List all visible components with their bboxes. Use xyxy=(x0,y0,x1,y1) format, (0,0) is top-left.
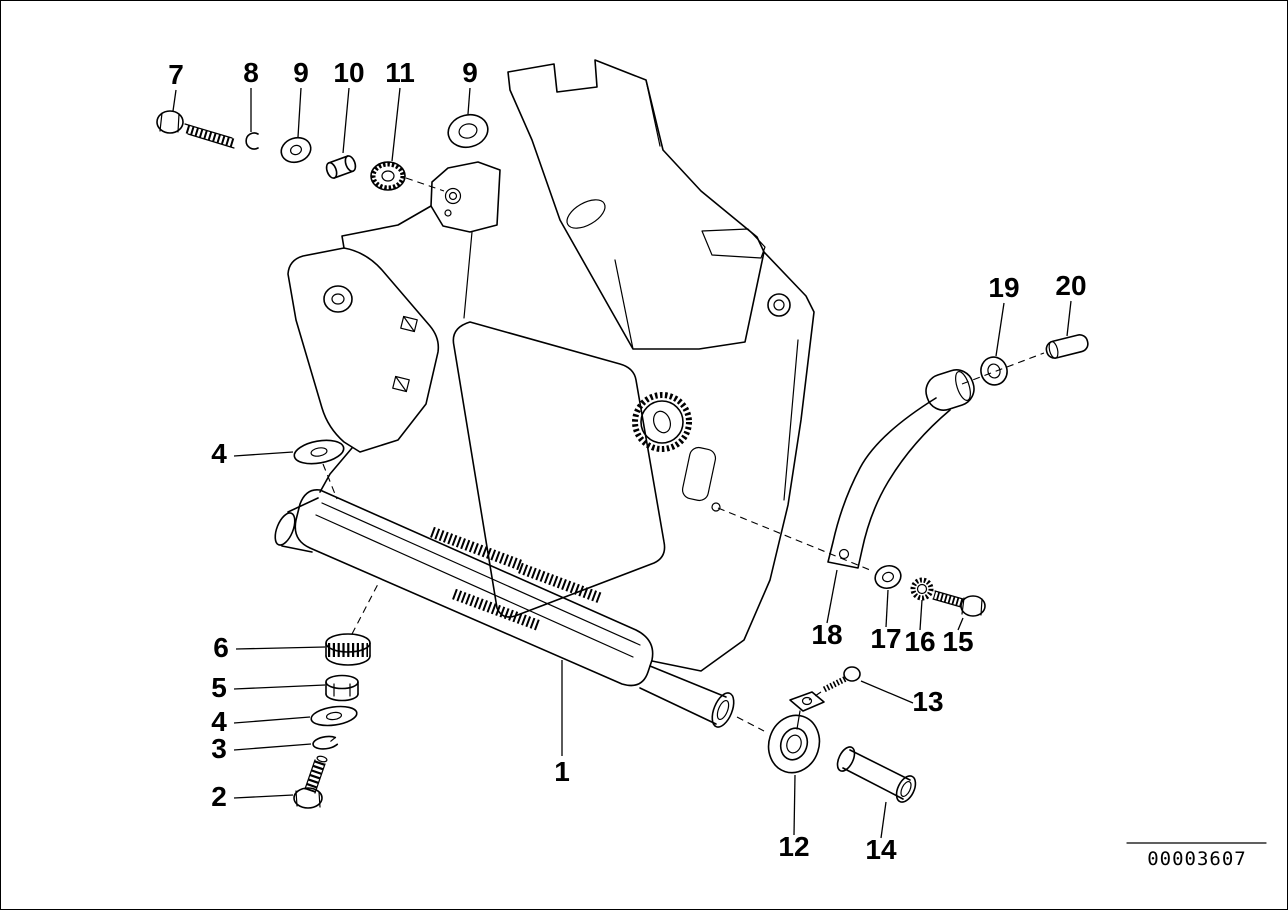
callout-label-4b: 4 xyxy=(211,706,227,737)
part-18-support-arm xyxy=(827,369,975,569)
callout-label-17: 17 xyxy=(870,623,901,654)
part-9-washer xyxy=(280,136,312,164)
part-4-washer-lower xyxy=(310,705,358,727)
part-8-snap-ring xyxy=(245,132,259,150)
part-9-washer-top xyxy=(447,113,489,149)
lower-tube-band xyxy=(274,488,735,728)
callout-label-15: 15 xyxy=(942,626,973,657)
callout-label-8: 8 xyxy=(243,57,259,88)
part-17-washer xyxy=(874,564,902,590)
part-12-clamp xyxy=(767,691,825,774)
callout-label-9a: 9 xyxy=(293,57,309,88)
callout-label-4a: 4 xyxy=(211,438,227,469)
callout-label-3: 3 xyxy=(211,733,227,764)
part-16-tooth-washer xyxy=(910,577,934,601)
part-15-bolt xyxy=(932,590,986,617)
leader-lines xyxy=(172,87,1072,839)
gusset-plate xyxy=(287,247,440,453)
part-5-nut xyxy=(325,674,359,702)
callout-label-20: 20 xyxy=(1055,270,1086,301)
part-11-bushing xyxy=(370,161,406,191)
dial-detail xyxy=(632,392,692,452)
callout-label-1: 1 xyxy=(554,756,570,787)
part-6-bushing xyxy=(325,633,371,666)
part-20-pin xyxy=(1045,334,1089,359)
part-7-bolt xyxy=(156,110,235,149)
part-4-washer-upper xyxy=(293,439,345,465)
part-13-screw xyxy=(821,666,861,693)
main-bracket xyxy=(274,59,815,728)
callout-label-11: 11 xyxy=(385,57,415,88)
part-3-lock-washer xyxy=(312,735,339,750)
part-10-spacer xyxy=(325,155,357,179)
callout-label-14: 14 xyxy=(865,834,897,865)
callout-label-16: 16 xyxy=(904,626,935,657)
drawing-number: 00003607 xyxy=(1147,848,1247,870)
callout-label-5: 5 xyxy=(211,672,227,703)
callout-label-6: 6 xyxy=(213,632,229,663)
callout-label-13: 13 xyxy=(912,686,943,717)
part-14-sleeve xyxy=(836,746,917,803)
callout-label-2: 2 xyxy=(211,781,227,812)
part-2-bolt xyxy=(293,755,328,809)
callout-label-7: 7 xyxy=(168,59,184,90)
callout-label-12: 12 xyxy=(778,831,809,862)
callout-label-9b: 9 xyxy=(462,57,478,88)
construction-lines xyxy=(322,177,1045,732)
callout-label-10: 10 xyxy=(333,57,364,88)
callout-label-19: 19 xyxy=(988,272,1019,303)
callout-label-18: 18 xyxy=(811,619,842,650)
